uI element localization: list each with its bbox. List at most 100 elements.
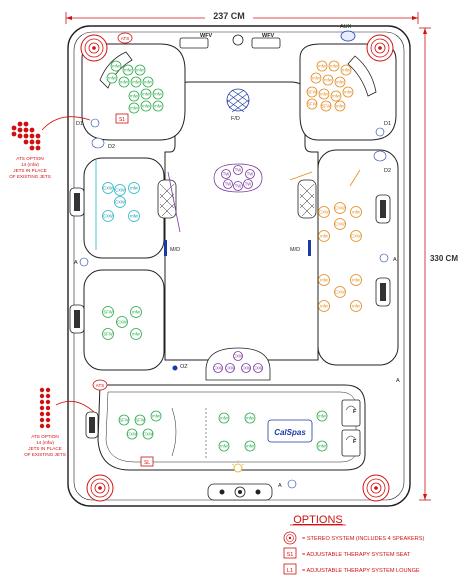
svg-text:SFW: SFW (103, 310, 112, 315)
svg-text:mfw: mfw (130, 186, 139, 191)
svg-text:mfw: mfw (352, 304, 361, 309)
md-left-label: M/D (170, 247, 180, 253)
filter-upper: F (341, 399, 361, 427)
stereo-speaker-bottom-left (86, 474, 114, 502)
air-control-left-icon (79, 257, 89, 267)
a-bottom-label: A (278, 483, 282, 489)
d1-right-valve-icon (375, 127, 385, 137)
wall-speaker-right-upper (375, 194, 391, 224)
svg-text:CXW: CXW (115, 200, 125, 205)
svg-text:OF EXISTING JETS: OF EXISTING JETS (9, 174, 51, 179)
svg-text:WFV: WFV (262, 33, 275, 39)
svg-text:ATS OPTION: ATS OPTION (31, 434, 58, 439)
ats-arrow-top (41, 116, 91, 131)
svg-text:TW: TW (247, 172, 254, 177)
svg-text:mfw: mfw (130, 214, 139, 219)
svg-text:mfw: mfw (136, 68, 145, 73)
svg-text:mfw: mfw (318, 444, 327, 449)
svg-text:SFW: SFW (103, 332, 112, 337)
svg-text:AUX: AUX (340, 24, 352, 30)
width-dimension: 237 CM (65, 10, 419, 24)
svg-text:F: F (353, 439, 357, 445)
height-dimension: 330 CM (419, 27, 459, 501)
jets-right-long (318, 202, 362, 312)
svg-text:TW: TW (235, 168, 242, 173)
ozone-marker (172, 365, 178, 371)
svg-text:SFW: SFW (135, 418, 144, 423)
svg-text:mfw: mfw (124, 68, 133, 73)
svg-text:mfw: mfw (108, 76, 117, 81)
option-s1-icon: S1 (283, 547, 297, 559)
svg-text:L1: L1 (287, 568, 293, 574)
jets-footwell: CXW CXW CXW CXW CXW (205, 347, 271, 381)
svg-text:CXW: CXW (351, 234, 361, 239)
waterfall-valve-right: WFV (251, 33, 281, 49)
a-right-label: A (393, 257, 397, 263)
svg-text:F: F (353, 409, 357, 415)
svg-text:mfw: mfw (320, 92, 329, 97)
headrest-top-right (347, 55, 377, 97)
svg-text:S1: S1 (287, 552, 294, 558)
oz-label: OZ (180, 364, 188, 370)
jets-left-lower-labels: SFW CXW mfw SFW mfw (103, 310, 140, 337)
option-stereo-icon (283, 531, 297, 545)
svg-text:mfw: mfw (152, 414, 161, 419)
svg-text:F/D: F/D (231, 116, 240, 122)
waterfall-valve-left: WFV (179, 33, 213, 49)
flow-arrow-center-purple (167, 171, 181, 233)
jets-top-right-labels: mfw mfw mfw mfw mfw mfw SFW mfw mfw mfw … (307, 64, 352, 109)
svg-text:CXW: CXW (103, 214, 113, 219)
jets-right-long-labels: CXW CXW mfw CXW mfw CXW mfw CXW mfw mfw … (319, 206, 361, 309)
svg-text:mfw: mfw (320, 234, 329, 239)
svg-text:mfw: mfw (144, 80, 153, 85)
svg-text:mfw: mfw (220, 444, 229, 449)
svg-text:CXW: CXW (253, 366, 263, 371)
svg-text:mfw: mfw (220, 416, 229, 421)
sl-lounge-tag: SL (140, 456, 154, 467)
svg-text:TW: TW (245, 182, 252, 187)
svg-text:mfw: mfw (112, 64, 121, 69)
svg-text:CXW: CXW (103, 186, 113, 191)
svg-text:CXW: CXW (127, 432, 137, 437)
svg-text:mfw: mfw (330, 64, 339, 69)
svg-text:mfw: mfw (130, 106, 139, 111)
svg-text:CXW: CXW (143, 432, 153, 437)
wall-speaker-right-lower (375, 277, 391, 307)
svg-text:14 (mfw): 14 (mfw) (21, 162, 39, 167)
ats-option-cluster-bottom (39, 387, 51, 429)
control-panel (207, 483, 273, 501)
jets-top-left (106, 60, 164, 114)
d2-left-label: D2 (108, 144, 115, 150)
stereo-speaker-top-left (80, 34, 108, 62)
svg-text:CXW: CXW (335, 206, 345, 211)
svg-text:mfw: mfw (352, 210, 361, 215)
d2-right-label: D2 (384, 168, 391, 174)
svg-text:CXW: CXW (233, 354, 243, 359)
md-right-marker (308, 240, 311, 256)
svg-text:mfw: mfw (142, 104, 151, 109)
svg-text:mfw: mfw (344, 90, 353, 95)
d1-right-label: D1 (384, 121, 391, 127)
options-legend: OPTIONS = STEREO SYSTEM (INCLUDES 4 SPEA… (283, 514, 424, 575)
svg-text:ATS: ATS (121, 36, 129, 41)
svg-text:S1: S1 (119, 117, 125, 123)
ats-option-note-bottom: ATS OPTION 14 (mfw) JETS IN PLACE OF EXI… (24, 434, 66, 457)
svg-text:SFW: SFW (307, 90, 316, 95)
jets-top-left-labels: mfw mfw mfw mfw mfw mfw mfw mfw mfw mfw … (108, 64, 163, 111)
svg-text:mfw: mfw (336, 80, 345, 85)
d1-left-valve-icon (90, 118, 100, 128)
svg-text:mfw: mfw (318, 64, 327, 69)
svg-text:CalSpas: CalSpas (274, 428, 306, 437)
svg-text:mfw: mfw (154, 92, 163, 97)
svg-text:CXW: CXW (117, 320, 127, 325)
svg-text:CXW: CXW (115, 188, 125, 193)
svg-text:CXW: CXW (319, 210, 329, 215)
svg-text:ATS OPTION: ATS OPTION (16, 156, 43, 161)
ats-option-cluster-top (11, 121, 41, 151)
svg-text:SL: SL (144, 460, 150, 466)
svg-text:mfw: mfw (312, 76, 321, 81)
s1-seat-tag: S1 (115, 113, 129, 124)
calspas-logo: CalSpas (267, 419, 313, 443)
ats-mark-lower: ATS (92, 379, 108, 391)
